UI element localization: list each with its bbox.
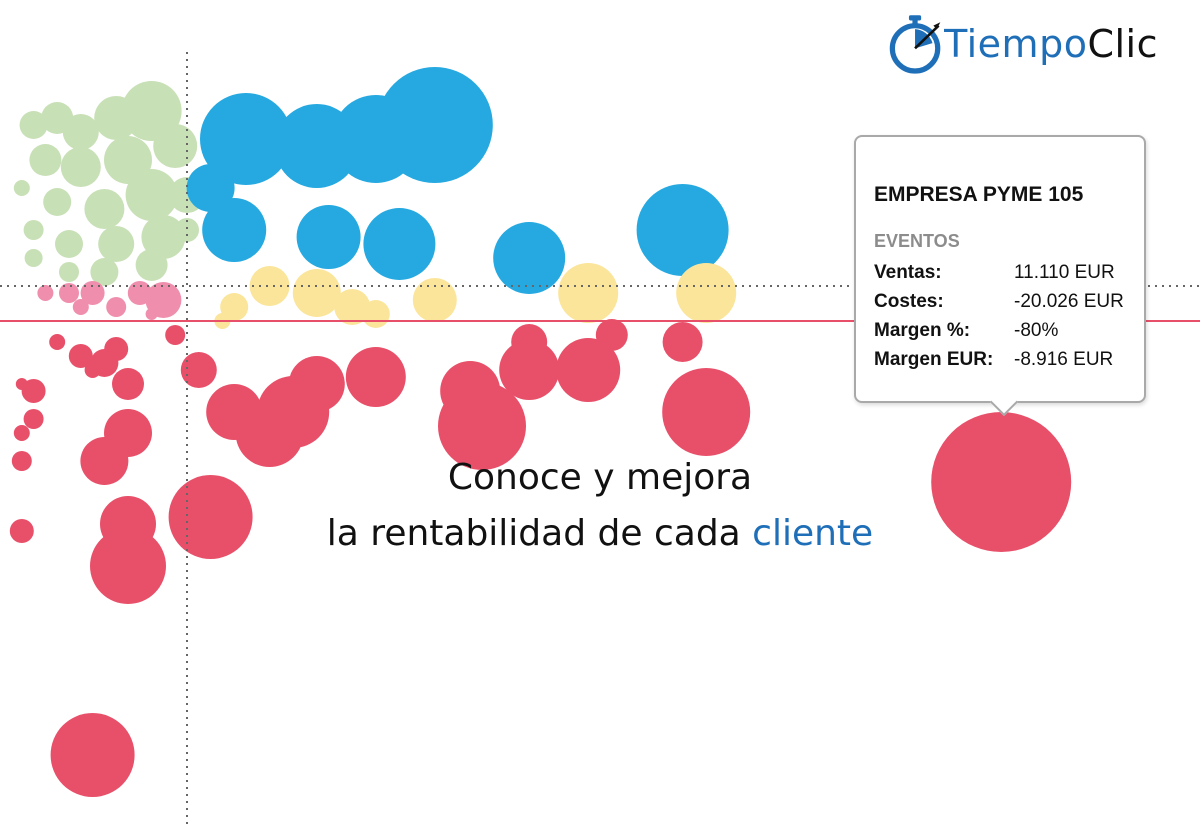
brand-name: TiempoClic [944, 22, 1158, 66]
bubble-red[interactable] [84, 362, 101, 378]
bubble-green[interactable] [141, 215, 186, 259]
bubble-blue[interactable] [493, 222, 566, 294]
tooltip-label: Margen %: [874, 320, 971, 341]
bubble-green[interactable] [84, 189, 125, 229]
bubble-red[interactable] [595, 319, 628, 351]
bubble-yellow[interactable] [334, 289, 371, 325]
bubble-red[interactable] [180, 352, 217, 388]
bubble-red[interactable] [11, 451, 32, 471]
bubble-green[interactable] [175, 218, 199, 242]
stopwatch-icon [889, 15, 941, 74]
bubble-red[interactable] [662, 368, 751, 456]
bubble-pink[interactable] [106, 297, 127, 317]
bubble-yellow[interactable] [558, 263, 619, 323]
bubble-red[interactable] [511, 324, 548, 360]
bubble-yellow[interactable] [361, 300, 390, 328]
bubble-red[interactable] [90, 528, 166, 604]
bubble-green[interactable] [98, 226, 135, 262]
bubble-red[interactable] [21, 379, 46, 403]
tiempoclic-logo: TiempoClic [888, 8, 1158, 80]
tooltip-row-margen-eur: Margen EUR: -8.916 EUR [874, 345, 1144, 374]
bubble-blue[interactable] [376, 67, 493, 183]
bubble-red[interactable] [288, 356, 345, 412]
bubble-green[interactable] [62, 114, 99, 150]
bubble-red[interactable] [165, 325, 186, 345]
tooltip-row-margen-pct: Margen %: -80% [874, 316, 1144, 345]
tooltip-value: -20.026 EUR [1014, 291, 1124, 312]
bubble-green[interactable] [24, 249, 43, 267]
bubble-yellow[interactable] [220, 293, 249, 321]
bubble-yellow[interactable] [412, 278, 457, 322]
bubble-red[interactable] [931, 412, 1072, 552]
bubble-blue[interactable] [363, 208, 436, 280]
brand-part1: Tiempo [944, 22, 1088, 66]
tooltip-label: Margen EUR: [874, 349, 994, 370]
tooltip-label: Costes: [874, 291, 944, 312]
bubble-pink[interactable] [72, 299, 89, 315]
bubble-red[interactable] [556, 338, 621, 402]
bubble-red[interactable] [168, 475, 253, 559]
headline-line2-prefix: la rentabilidad de cada [326, 513, 753, 554]
bubble-blue[interactable] [202, 198, 267, 262]
bubble-red[interactable] [499, 340, 560, 400]
tooltip-row-ventas: Ventas: 11.110 EUR [874, 258, 1144, 287]
bubble-green[interactable] [19, 111, 48, 139]
bubble-blue[interactable] [186, 164, 235, 212]
tooltip-label: Ventas: [874, 262, 942, 283]
bubble-red[interactable] [112, 368, 144, 400]
bubble-green[interactable] [43, 188, 72, 216]
bubble-yellow[interactable] [292, 269, 341, 317]
bubble-red[interactable] [23, 409, 44, 429]
bubble-red[interactable] [438, 382, 526, 470]
bubble-red[interactable] [13, 425, 30, 441]
bubble-blue[interactable] [296, 205, 361, 269]
bubble-pink[interactable] [59, 283, 79, 303]
bubble-red[interactable] [80, 437, 129, 485]
bubble-red[interactable] [345, 347, 406, 407]
bubble-yellow[interactable] [676, 263, 737, 323]
bubble-green[interactable] [153, 124, 198, 168]
tooltip-value: -8.916 EUR [1014, 349, 1114, 370]
tooltip-row-costes: Costes: -20.026 EUR [874, 287, 1144, 316]
bubble-yellow[interactable] [249, 266, 290, 306]
client-tooltip: EMPRESA PYME 105 EVENTOS Ventas: 11.110 … [854, 135, 1146, 403]
bubble-pink[interactable] [37, 285, 54, 301]
bubble-green[interactable] [23, 220, 44, 240]
bubble-blue[interactable] [636, 184, 729, 276]
tooltip-value: -80% [1014, 320, 1059, 341]
bubble-green[interactable] [29, 144, 62, 176]
bubble-pink[interactable] [145, 308, 158, 320]
bubble-green[interactable] [13, 180, 30, 196]
bubble-blue[interactable] [200, 93, 292, 185]
tooltip-value: 11.110 EUR [1014, 262, 1115, 283]
bubble-red[interactable] [49, 334, 66, 350]
bubble-green[interactable] [90, 258, 119, 286]
headline-line1: Conoce y mejora [447, 457, 753, 498]
tooltip-title: EMPRESA PYME 105 [874, 183, 1084, 206]
bubble-red[interactable] [104, 337, 129, 361]
bubble-green[interactable] [135, 249, 168, 281]
headline-line2: la rentabilidad de cada cliente [230, 506, 970, 562]
headline-line2-accent: cliente [752, 513, 874, 554]
brand-part2: Clic [1087, 22, 1158, 66]
bubble-red[interactable] [68, 344, 93, 368]
bubble-green[interactable] [59, 262, 79, 282]
headline: Conoce y mejora la rentabilidad de cada … [230, 450, 970, 562]
bubble-green[interactable] [125, 169, 178, 221]
bubble-red[interactable] [50, 713, 135, 797]
bubble-green[interactable] [60, 147, 101, 187]
bubble-green[interactable] [55, 230, 83, 258]
bubble-red[interactable] [662, 322, 703, 362]
tooltip-section: EVENTOS [874, 231, 960, 251]
bubble-red[interactable] [9, 519, 34, 543]
